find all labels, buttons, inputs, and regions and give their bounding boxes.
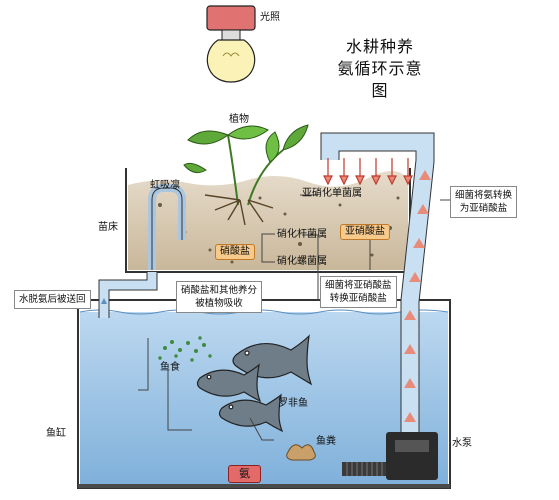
water-pump-label: 水泵 [452,438,472,449]
water-pump-icon [342,432,438,480]
fish-waste-label: 鱼粪 [316,436,336,447]
return-water-label: 水脱氨后被送回 [14,290,91,309]
plant-icon [183,124,309,226]
pump-pipe-icon [320,132,435,440]
absorb-note: 硝酸盐和其他养分 被植物吸收 [176,281,263,313]
bacteria-ammonia-note: 细菌将氨转换 为亚硝酸盐 [450,186,518,218]
bacteria-to-nitrate-line-1: 细菌将亚硝酸盐 [325,280,392,291]
fish-waste-icon [286,444,316,461]
nitrospira-label: 硝化螺菌属 [277,256,327,267]
nitrite-bacteria-label: 亚硝化单菌属 [302,188,362,199]
absorb-line-1: 硝酸盐和其他养分 [181,285,258,296]
spray-arrows-icon [323,158,413,186]
lamp-icon [206,5,256,83]
nitrobacter-label: 硝化杆菌属 [277,229,327,240]
plant-label: 植物 [229,114,249,125]
bacteria-ammonia-line-2: 为亚硝酸盐 [459,203,508,214]
absorb-line-2: 被植物吸收 [195,298,243,309]
grow-bed-label: 苗床 [98,222,118,233]
fish-tank-label: 鱼缸 [46,428,66,439]
bacteria-to-nitrate-note: 细菌将亚硝酸盐 转换亚硝酸盐 [320,276,397,308]
light-label: 光照 [260,12,280,23]
siphon-label: 虹吸凛 [150,180,180,191]
bacteria-to-nitrate-line-2: 转换亚硝酸盐 [329,293,387,304]
tilapia-label: 罗非鱼 [278,398,308,409]
fish-food-label: 鱼食 [160,362,180,373]
callout-lines [138,194,450,441]
siphon-icon [148,184,186,270]
bacteria-ammonia-line-1: 细菌将氨转换 [455,190,513,201]
diagram-title: 水耕种养 氨循环示意图 [330,36,430,102]
nitrate-chip: 硝酸盐 [215,244,255,260]
tilapia-fish-icon [196,334,313,433]
ammonia-chip: 氨 [228,465,261,483]
return-pipe-icon [98,272,158,318]
title-line-2: 氨循环示意图 [337,59,423,100]
fish-food-icon [158,336,212,362]
title-line-1: 水耕种养 [345,37,414,56]
nitrite-chip: 亚硝酸盐 [340,224,390,240]
